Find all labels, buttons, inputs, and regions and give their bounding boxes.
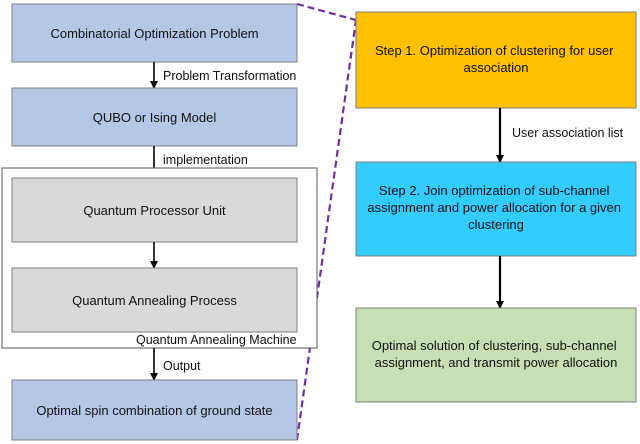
step2-text: Step 2. Join optimization of sub-channel… (367, 183, 624, 232)
problem-transformation-label: Problem Transformation (163, 69, 296, 83)
quantum-annealing-process-box (11, 267, 298, 333)
dashed-connector-top (296, 2, 357, 22)
dashed-connector-bottom (295, 19, 358, 441)
optimal-solution-box (355, 307, 637, 403)
quantum-processor-text: Quantum Processor Unit (83, 203, 226, 218)
qubo-ising-box (11, 87, 298, 147)
step2-line-1: Step 2. Join optimization of sub-channel (379, 183, 610, 198)
quantum-annealing-process-text: Quantum Annealing Process (72, 293, 237, 308)
quantum-processor-box (11, 177, 298, 243)
step2-line-3: clustering (468, 217, 524, 232)
ground-state-result-box (11, 379, 298, 441)
optimal-solution-line-1: Optimal solution of clustering, sub-chan… (372, 338, 617, 353)
step1-box (355, 11, 637, 109)
optimal-solution-line-2: assignment, and transmit power allocatio… (375, 355, 618, 370)
output-label: Output (163, 359, 201, 373)
qubo-ising-text: QUBO or Ising Model (93, 110, 217, 125)
step1-text: Step 1. Optimization of clustering for u… (375, 43, 617, 75)
quantum-annealing-machine-label: Quantum Annealing Machine (136, 333, 297, 347)
step1-line-2: association (463, 60, 528, 75)
step2-line-2: assignment and power allocation for a gi… (367, 200, 621, 215)
step2-box (355, 161, 637, 257)
user-association-list-label: User association list (512, 126, 624, 140)
combinatorial-problem-text: Combinatorial Optimization Problem (50, 26, 258, 41)
ground-state-result-text: Optimal spin combination of ground state (36, 403, 272, 418)
implementation-label: implementation (163, 153, 248, 167)
optimal-solution-text: Optimal solution of clustering, sub-chan… (372, 338, 621, 370)
step1-line-1: Step 1. Optimization of clustering for u… (375, 43, 614, 58)
